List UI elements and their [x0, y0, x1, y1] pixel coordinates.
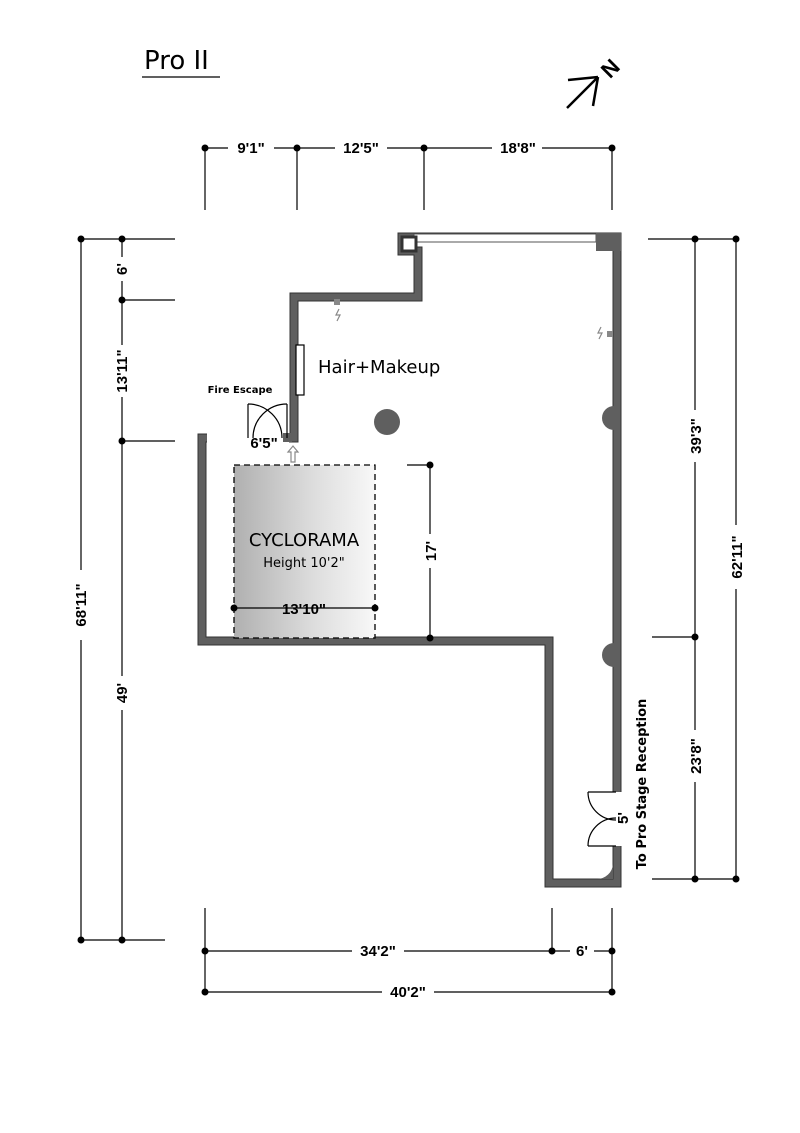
hair-makeup-label: Hair+Makeup	[318, 357, 440, 378]
outlet-icon-right	[597, 326, 613, 340]
right-dimension-lines	[648, 235, 740, 883]
corner-block-left	[400, 235, 418, 253]
column	[374, 409, 400, 435]
cyclorama-area	[233, 464, 376, 639]
right-dim-upper: 39'3"	[688, 418, 705, 454]
bottom-dim-a: 34'2"	[360, 943, 396, 960]
right-dim-total: 62'11"	[729, 535, 746, 578]
plan-title: Pro II	[144, 46, 209, 76]
left-dim-total: 68'11"	[73, 583, 90, 626]
pilaster-upper	[602, 406, 614, 430]
left-dimension-lines	[77, 235, 175, 944]
left-dim-lower: 49'	[114, 683, 131, 703]
north-arrow-icon	[566, 75, 600, 109]
top-window	[413, 233, 597, 243]
cyclorama-title: CYCLORAMA	[249, 530, 360, 551]
fire-escape-width: 6'5"	[250, 435, 277, 452]
makeup-mirror	[295, 344, 305, 396]
outlet-icon	[334, 299, 341, 322]
corner-block-right	[596, 233, 621, 251]
top-dim-1: 9'1"	[237, 140, 264, 157]
bottom-dim-b: 6'	[576, 943, 588, 960]
left-dim-middle: 13'11"	[114, 349, 131, 392]
fire-escape-label: Fire Escape	[208, 385, 273, 396]
corner-fillet	[597, 864, 613, 879]
cyclorama-width: 13'10"	[282, 601, 326, 618]
cyclorama-height: Height 10'2"	[263, 556, 344, 571]
fire-escape-door-icon	[247, 403, 288, 439]
top-dim-3: 18'8"	[500, 140, 536, 157]
north-label: N	[596, 54, 625, 83]
reception-label: To Pro Stage Reception	[635, 699, 650, 870]
left-dim-top: 6'	[114, 263, 131, 275]
top-dim-2: 12'5"	[343, 140, 379, 157]
reception-door-icon	[587, 791, 617, 847]
up-arrow-icon	[286, 445, 300, 463]
bottom-dim-total: 40'2"	[390, 984, 426, 1001]
reception-door-width: 5'	[615, 812, 632, 824]
right-dim-lower: 23'8"	[688, 738, 705, 774]
cyclorama-width-dimension	[230, 604, 379, 612]
cyclorama-depth: 17'	[423, 541, 440, 561]
pilaster-lower	[602, 643, 614, 667]
